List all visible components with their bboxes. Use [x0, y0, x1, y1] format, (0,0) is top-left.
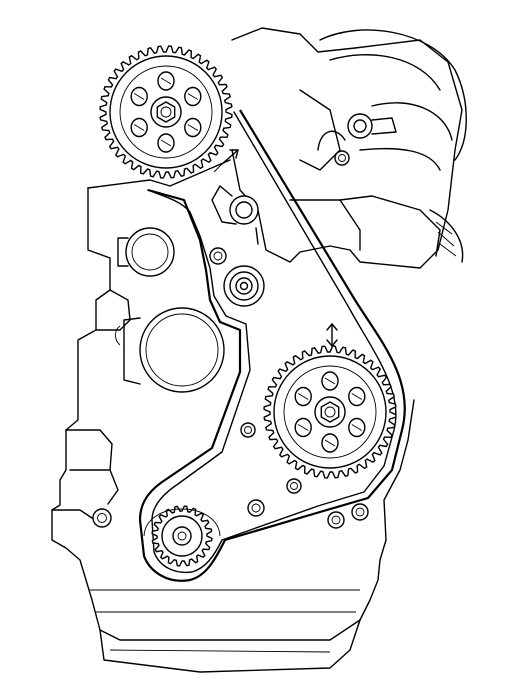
upper-camshaft-sprocket	[99, 45, 233, 179]
crankshaft-sprocket	[143, 505, 221, 567]
crank-hub	[172, 526, 192, 546]
upper-accessories	[289, 29, 467, 263]
engine-block	[51, 27, 463, 673]
sprocket-bolt-hole	[321, 433, 339, 453]
sprocket-hub-bolt	[156, 101, 176, 123]
sprocket-bolt-hole	[130, 117, 148, 138]
sprocket-hub-bolt	[320, 401, 340, 423]
sprocket-bolt-hole	[348, 417, 366, 438]
sprocket-bolt-hole	[348, 386, 366, 407]
tensioner-pulley	[211, 185, 259, 245]
sprocket-bolt-hole	[184, 86, 202, 107]
sprocket-bolt-hole	[157, 71, 175, 91]
sprocket-bolt-hole	[294, 386, 312, 407]
timing-belt	[138, 109, 406, 582]
sprocket-bolt-hole	[321, 371, 339, 391]
sprocket-bolt-hole	[184, 117, 202, 138]
timing-mark-lower	[326, 323, 338, 347]
water-pump	[117, 227, 175, 277]
sprocket-bolt-hole	[130, 86, 148, 107]
block-housing	[115, 307, 225, 393]
bolts	[92, 113, 397, 529]
timing-mark-upper	[213, 149, 239, 173]
sprocket-bolt-hole	[157, 133, 175, 153]
lower-camshaft-sprocket	[263, 345, 397, 479]
sprocket-bolt-hole	[294, 417, 312, 438]
idler-pulley	[223, 265, 265, 307]
